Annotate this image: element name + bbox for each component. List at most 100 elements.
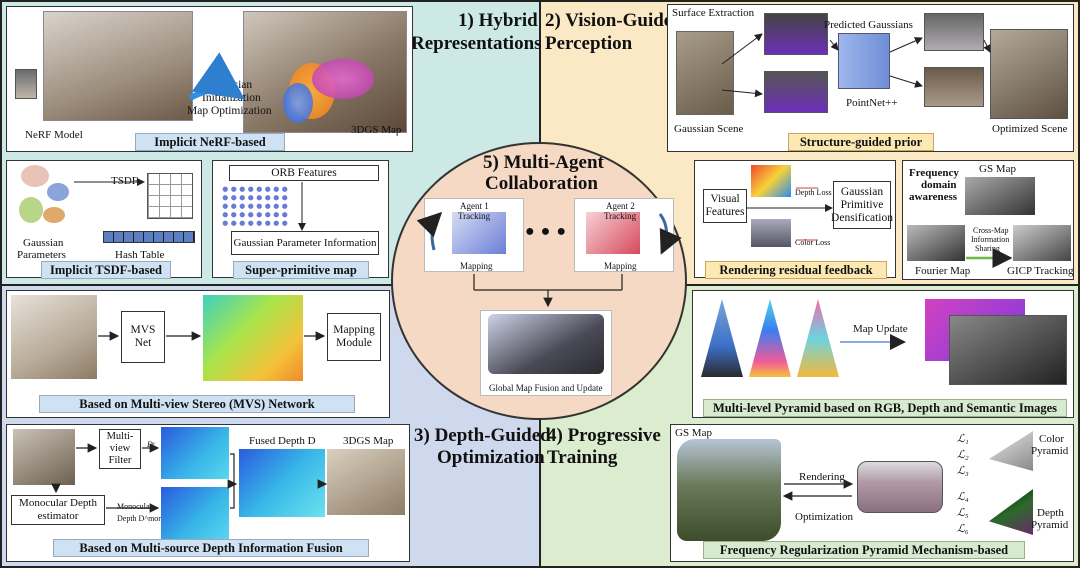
hash-table-text: Hash Table: [115, 249, 165, 261]
fourier-map-text: Fourier Map: [915, 265, 971, 277]
cross-map-text: Cross-Map: [973, 226, 1009, 235]
gaussian-parameters-text-2: Parameters: [17, 249, 66, 261]
agent2-mapping-text: Mapping: [604, 261, 637, 271]
panel-depth-fusion: Multi- view Filter Dᵛ Monocular Depth es…: [6, 424, 410, 562]
gpd-box: Gaussian Primitive Densification: [831, 181, 893, 229]
section-title-depth-2: Optimization: [437, 447, 545, 468]
depth-loss-text: Depth Loss: [795, 188, 832, 197]
panel-residual: Visual Features Depth Loss Color Loss Ga…: [694, 160, 896, 279]
section-title-progressive: 4) Progressive: [547, 425, 661, 446]
depth-pyramid-text-2: Pyramid: [1031, 519, 1069, 531]
nerf-camera-image: [15, 69, 37, 99]
section-title-vision-2: Perception: [545, 33, 633, 54]
mvs-net-text-2: Net: [134, 337, 152, 349]
mono-depth-label: Monocular: [117, 502, 153, 511]
gpd-text-2: Primitive: [840, 198, 884, 211]
fused-depth-text: Fused Depth D: [249, 435, 316, 447]
tsdf-text: TSDF: [111, 175, 138, 187]
surface-bottom-plane: [764, 71, 828, 113]
color-loss-text: Color Loss: [795, 238, 831, 247]
freq-title-2: domain: [921, 179, 957, 191]
gaussian-blob-2: [47, 183, 69, 201]
visual-features-text-2: Features: [705, 206, 745, 218]
gpd-text: Gaussian: [840, 185, 884, 198]
gs-map-text: GS Map: [979, 163, 1016, 175]
pyramid-output-front: [949, 315, 1067, 385]
gaussian-blob-3: [19, 197, 43, 223]
gaussian-ellipse-blue: [283, 83, 313, 123]
mvs-net-text: MVS: [130, 324, 156, 336]
section-title-hybrid: 1) Hybrid: [458, 10, 538, 31]
multiview-depth-map: [161, 427, 229, 479]
gs-map-render: [965, 177, 1035, 215]
pointnet-text: PointNet++: [846, 97, 898, 109]
gicp-tracking-text: GICP Tracking: [1007, 265, 1074, 277]
3dgs-map-text: 3DGS Map: [351, 124, 402, 136]
agent1-tracking-text: Tracking: [458, 211, 491, 221]
gicp-render: [1013, 225, 1071, 261]
global-map-render: [488, 314, 604, 374]
gaussian-param-info-box: Gaussian Parameter Information: [231, 231, 379, 255]
label-implicit-tsdf: Implicit TSDF-based: [41, 261, 171, 279]
label-super-primitive: Super-primitive map: [233, 261, 369, 279]
pointnet-network: [838, 33, 890, 89]
filter-text: Multi-: [106, 431, 134, 442]
optimized-scene-text: Optimized Scene: [992, 123, 1068, 135]
gaussian-scene-render: [676, 31, 734, 115]
freq-title-3: awareness: [909, 191, 958, 203]
section-title-progressive-2: Training: [547, 447, 618, 468]
loss-l3: ℒ₃: [957, 465, 969, 477]
global-map-text: Global Map Fusion and Update: [489, 383, 603, 393]
freqreg-gs-map-text: GS Map: [675, 427, 712, 439]
label-depth-fusion: Based on Multi-source Depth Information …: [53, 539, 369, 557]
loss-l5: ℒ₅: [957, 507, 969, 519]
cross-map-text-3: Sharing: [975, 244, 1000, 253]
gpd-text-3: Densification: [831, 211, 893, 224]
fusion-3dgs-text: 3DGS Map: [343, 435, 394, 447]
gaussian-blob-4: [43, 207, 65, 223]
cross-map-text-2: Information: [971, 235, 1010, 244]
orb-features-box: ORB Features: [229, 165, 379, 181]
loss-l6: ℒ₆: [957, 523, 969, 535]
filter-text-2: view: [109, 443, 131, 454]
agent2-text: Agent 2: [606, 201, 635, 211]
tsdf-grid-cube: [147, 173, 193, 219]
color-pyramid-text-2: Pyramid: [1031, 445, 1069, 457]
multi-view-filter-box: Multi- view Filter: [99, 429, 141, 469]
label-mvs: Based on Multi-view Stereo (MVS) Network: [39, 395, 355, 413]
gaussian-ellipse-purple: [312, 59, 374, 99]
nerf-model-text: NeRF Model: [25, 129, 83, 141]
mvs-input-image: [11, 295, 97, 379]
predicted-top: [924, 13, 984, 51]
agent2-map: [586, 212, 640, 254]
panel-super-primitive: ORB Features Gaussian Parameter Informat…: [212, 160, 389, 279]
panel-mvs: MVS Net Mapping Module Based on Multi-vi…: [6, 290, 390, 418]
visual-features-box: Visual Features: [703, 189, 747, 223]
rendering-text: Rendering: [799, 471, 845, 483]
panel-frequency: Frequency domain awareness GS Map Cross-…: [902, 160, 1074, 280]
loss-l4: ℒ₄: [957, 491, 969, 503]
freqreg-gs-render: [677, 439, 781, 541]
section-title-depth: 3) Depth-Guided: [414, 425, 551, 446]
fused-depth-map: [239, 449, 325, 517]
mapping-module-text: Mapping: [333, 324, 375, 336]
map-update-text: Map Update: [853, 323, 908, 335]
label-residual: Rendering residual feedback: [705, 261, 887, 279]
cylinder-stack: [857, 461, 943, 513]
panel-tsdf: Gaussian Parameters TSDF Hash Table Impl…: [6, 160, 202, 279]
agent2-tracking-text: Tracking: [604, 211, 637, 221]
label-structure-prior: Structure-guided prior: [788, 133, 934, 151]
color-residual-image: [751, 219, 791, 247]
mvs-depth-map: [203, 295, 303, 381]
agent1-mapping-text: Mapping: [460, 261, 493, 271]
agent1-map: [452, 212, 506, 254]
fusion-input-image: [13, 429, 75, 485]
filter-text-3: Filter: [108, 455, 132, 466]
visual-features-text: Visual: [710, 193, 740, 205]
gaussian-scene-text: Gaussian Scene: [674, 123, 744, 135]
label-implicit-nerf: Implicit NeRF-based: [135, 133, 285, 151]
mono-text: Monocular Depth: [19, 497, 97, 509]
depth-residual-image: [751, 165, 791, 197]
hash-table-strip: [103, 231, 195, 243]
